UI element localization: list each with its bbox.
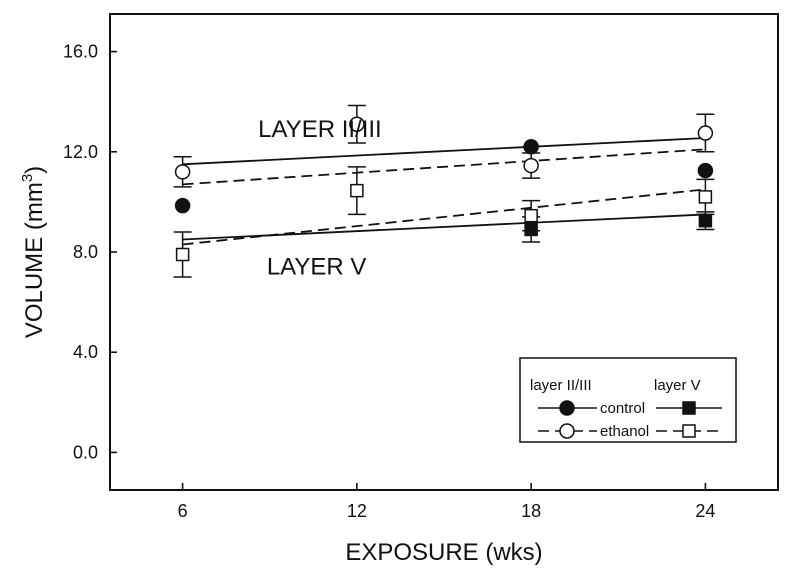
fit-lines — [182, 137, 706, 246]
y-tick-label-16: 16.0 — [63, 42, 98, 62]
layer-ii-iii-control-point-24 — [697, 162, 714, 179]
y-axis-title: VOLUME (mm3) — [19, 166, 48, 338]
layer-v-ethanol-point-6 — [175, 247, 190, 262]
layer-v-control-point-18 — [524, 222, 538, 237]
legend-marker-control-square — [682, 401, 696, 415]
y-axis-title-superscript: 3 — [19, 174, 36, 182]
layer-v-ethanol-point-18 — [524, 208, 538, 223]
legend-header-layer-v: layer V — [654, 377, 701, 394]
legend-marker-ethanol-circle — [559, 423, 575, 439]
annotation-layer-ii-iii: LAYER II/III — [258, 116, 382, 143]
x-tick-label-12: 12 — [347, 501, 367, 521]
layer-ii-iii-ethanol-point-18 — [523, 157, 539, 174]
annotation-layer-v: LAYER V — [267, 254, 367, 281]
y-tick-label-12: 12.0 — [63, 142, 98, 162]
layer-v-ethanol-point-24 — [698, 190, 713, 204]
y-axis-title-main: VOLUME (mm — [21, 182, 48, 338]
y-tick-label-4: 4.0 — [73, 342, 98, 362]
axes: 6 12 18 24 0.0 4.0 8.0 12.0 16.0 — [63, 42, 715, 521]
legend-label-ethanol: ethanol — [600, 423, 649, 440]
layer-ii-iii-ethanol-point-24 — [697, 125, 714, 141]
y-tick-label-8: 8.0 — [73, 242, 98, 262]
layer-v-ethanol-fit-line — [182, 188, 706, 246]
layer-ii-iii-ethanol-point-6 — [174, 164, 191, 180]
layer-ii-iii-control-point-6 — [174, 197, 191, 214]
layer-v-control-point-24 — [698, 213, 713, 228]
layer-v-ethanol-point-12 — [350, 183, 364, 198]
legend-marker-ethanol-square — [682, 424, 696, 438]
x-tick-label-24: 24 — [695, 501, 715, 521]
x-tick-label-18: 18 — [521, 501, 541, 521]
legend-label-control: control — [600, 400, 645, 417]
x-tick-label-6: 6 — [178, 501, 188, 521]
legend-header-layer-ii-iii: layer II/III — [530, 377, 592, 394]
x-axis-title: EXPOSURE (wks) — [345, 539, 542, 566]
legend-marker-control-circle — [559, 400, 575, 416]
data-points — [174, 116, 714, 262]
layer-ii-iii-control-fit-line — [182, 137, 706, 166]
y-tick-label-0: 0.0 — [73, 442, 98, 462]
legend: layer II/III layer V control ethanol — [519, 357, 737, 443]
layer-ii-iii-ethanol-point-12 — [349, 116, 365, 132]
error-bars — [173, 104, 715, 278]
layer-ii-iii-ethanol-fit-line — [182, 148, 706, 186]
y-axis-title-close: ) — [21, 166, 48, 174]
layer-ii-iii-control-point-18 — [523, 139, 539, 155]
legend-box — [519, 357, 737, 443]
